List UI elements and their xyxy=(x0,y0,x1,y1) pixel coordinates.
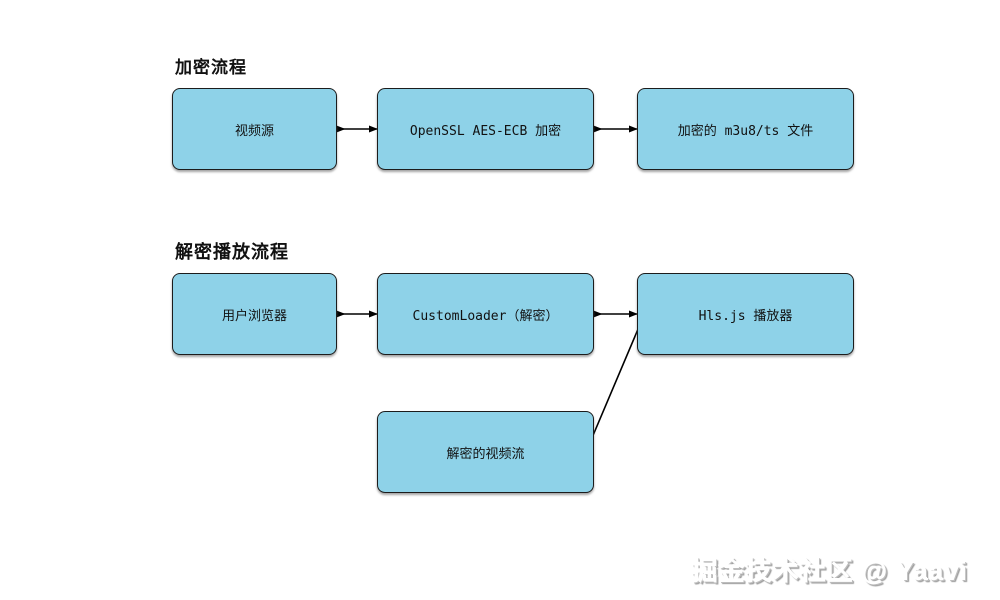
node-user-browser: 用户浏览器 xyxy=(172,273,337,355)
node-hls-player: Hls.js 播放器 xyxy=(637,273,854,355)
decrypt-flow-title: 解密播放流程 xyxy=(175,242,289,262)
watermark-text: 掘金技术社区 @ Yaavi xyxy=(691,556,968,586)
node-openssl-encrypt: OpenSSL AES-ECB 加密 xyxy=(377,88,594,170)
edge-hls-player-decrypted-stream xyxy=(585,314,645,453)
node-video-source: 视频源 xyxy=(172,88,337,170)
node-custom-loader: CustomLoader（解密） xyxy=(377,273,594,355)
node-decrypted-stream: 解密的视频流 xyxy=(377,411,594,493)
encrypt-flow-title: 加密流程 xyxy=(175,58,247,77)
node-encrypted-files: 加密的 m3u8/ts 文件 xyxy=(637,88,854,170)
